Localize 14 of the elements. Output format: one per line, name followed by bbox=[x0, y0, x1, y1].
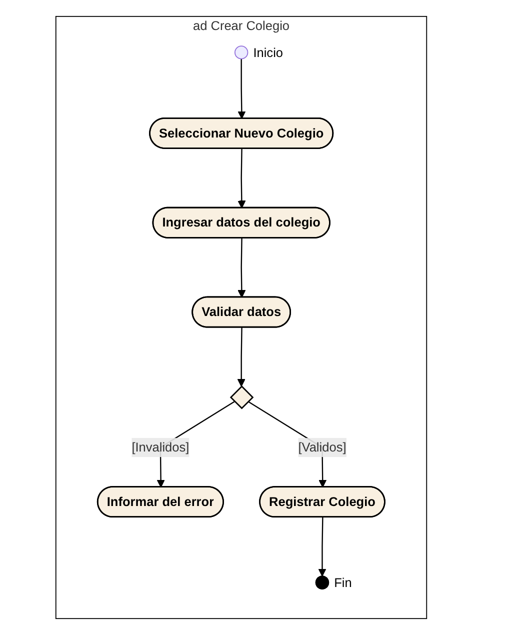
node-caption: Inicio bbox=[253, 45, 284, 60]
action-node: Informar del error bbox=[96, 486, 224, 518]
arrow bbox=[238, 148, 246, 208]
arrow bbox=[238, 238, 246, 298]
edge-label: [Invalidos] bbox=[132, 440, 190, 454]
arrow bbox=[237, 328, 246, 387]
node-caption: Fin bbox=[334, 575, 352, 590]
edge-label: [Validos] bbox=[298, 440, 346, 454]
arrow bbox=[318, 517, 326, 577]
arrow bbox=[238, 58, 246, 119]
action-node: Ingresar datos del colegio bbox=[152, 206, 330, 238]
action-node: Validar datos bbox=[192, 296, 292, 328]
action-node: Seleccionar Nuevo Colegio bbox=[149, 117, 334, 149]
action-node: Registrar Colegio bbox=[259, 486, 386, 518]
